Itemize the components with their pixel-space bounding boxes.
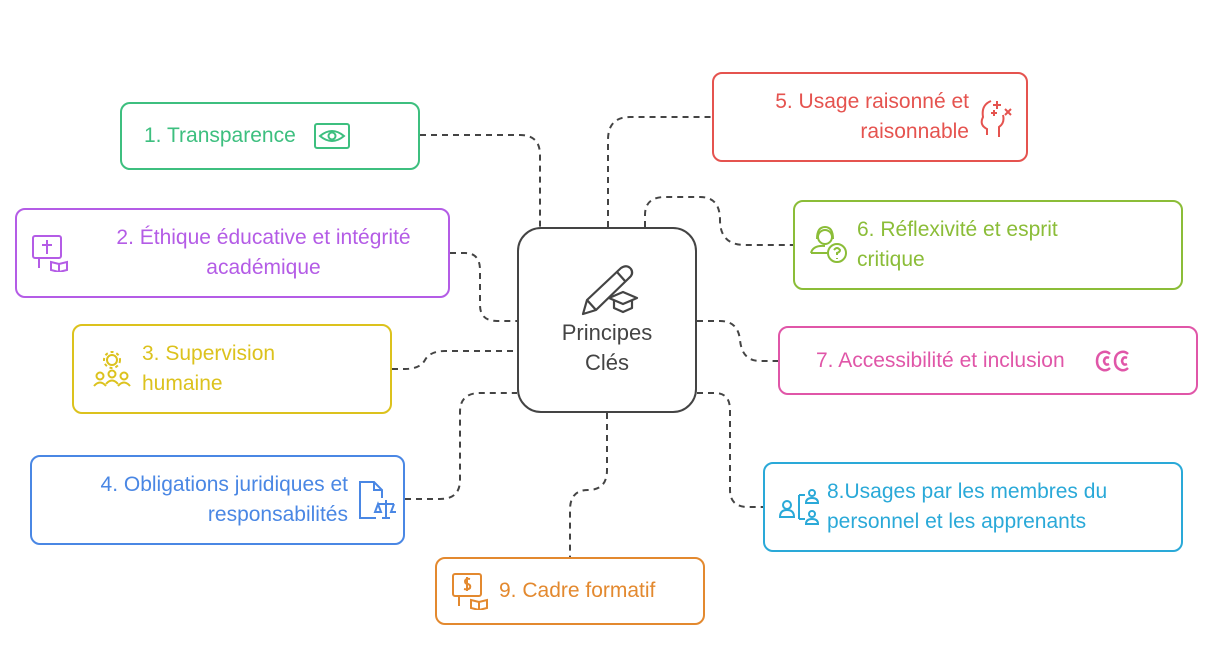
pencil-graduation-cap-icon	[581, 265, 639, 316]
node-label: 7. Accessibilité et inclusion	[816, 348, 1065, 372]
connector-8	[697, 392, 763, 508]
central-title-line1: Principes	[561, 320, 653, 345]
connector-1	[420, 134, 541, 227]
connector-2	[450, 252, 517, 322]
connector-9	[569, 413, 608, 557]
connector-7	[697, 320, 778, 362]
node-label: 8.Usages par les membres du personnel et…	[827, 480, 1108, 533]
connector-6	[644, 196, 793, 246]
head-thinking-icon	[980, 100, 1012, 137]
central-node: Principes Clés	[517, 227, 697, 413]
node-label: 6. Réflexivité et esprit critique	[857, 218, 1058, 271]
connector-5	[607, 116, 712, 227]
node-usages-membres: 8.Usages par les membres du personnel et…	[763, 462, 1183, 552]
node-label: 4. Obligations juridiques et responsabil…	[100, 473, 348, 526]
person-question-icon	[810, 225, 847, 263]
node-label: 2. Éthique éducative et intégrité académ…	[116, 226, 411, 279]
eye-icon	[313, 123, 350, 149]
node-usage-raisonne: 5. Usage raisonné et raisonnable	[712, 72, 1028, 162]
node-supervision: 3. Supervision humaine	[72, 324, 392, 414]
document-scales-icon	[359, 481, 396, 519]
people-gear-icon	[93, 351, 131, 387]
screen-dollar-book-icon	[452, 573, 488, 610]
user-network-icon	[779, 489, 820, 525]
connector-3	[392, 350, 517, 370]
node-label: 5. Usage raisonné et raisonnable	[775, 90, 969, 143]
node-label: 9. Cadre formatif	[499, 579, 656, 602]
node-obligations: 4. Obligations juridiques et responsabil…	[30, 455, 405, 545]
node-reflexivite: 6. Réflexivité et esprit critique	[793, 200, 1183, 290]
node-label: 3. Supervision humaine	[142, 342, 276, 395]
closed-captions-icon	[1095, 350, 1129, 371]
connector-4	[405, 392, 517, 500]
node-cadre-formatif: 9. Cadre formatif	[435, 557, 705, 625]
node-transparence: 1. Transparence	[120, 102, 420, 170]
node-accessibilite: 7. Accessibilité et inclusion	[778, 326, 1198, 395]
screen-book-icon	[32, 235, 68, 272]
node-ethique: 2. Éthique éducative et intégrité académ…	[15, 208, 450, 298]
node-label: 1. Transparence	[144, 124, 296, 147]
central-title-line2: Clés	[584, 350, 629, 375]
